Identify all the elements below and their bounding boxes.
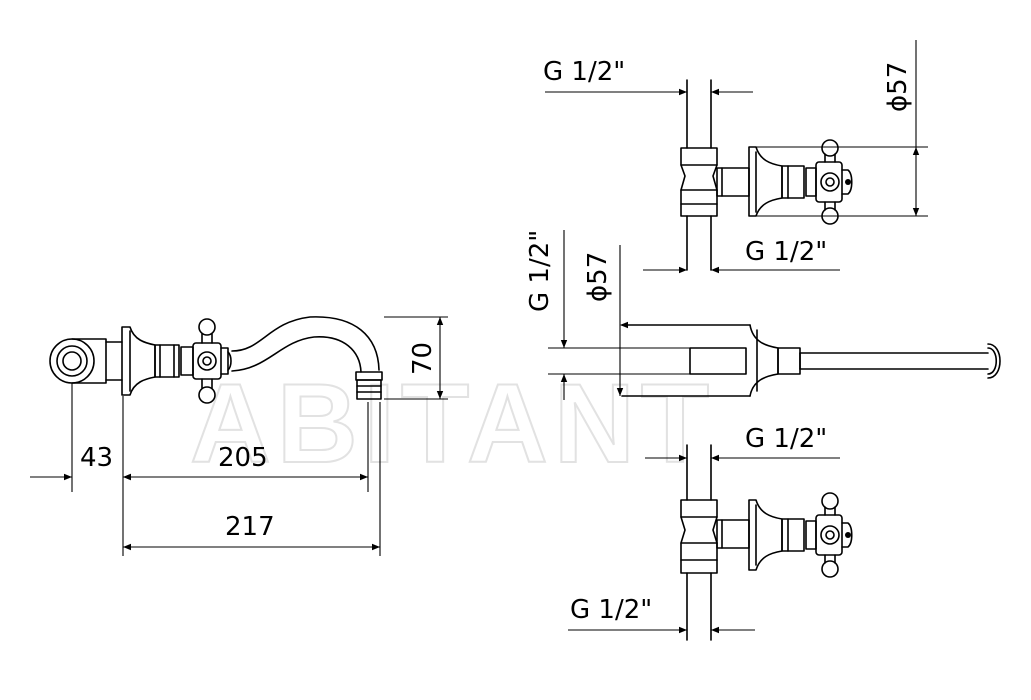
top-valve-view: G 1/2" G 1/2" ϕ57 — [543, 40, 928, 274]
spout-connection-label: G 1/2" — [525, 230, 555, 312]
dim-height-label: 70 — [408, 342, 438, 375]
dim-overall-label: 217 — [225, 512, 275, 542]
bottom-valve-outlet-label: G 1/2" — [570, 595, 652, 625]
spout-plan-view: G 1/2" ϕ57 — [525, 230, 1001, 400]
top-valve-inlet-label: G 1/2" — [543, 57, 625, 87]
dim-spout-reach-label: 205 — [218, 443, 268, 473]
side-view: 43 205 217 70 — [30, 316, 448, 556]
top-valve-diameter-label: ϕ57 — [883, 62, 913, 112]
top-valve-outlet-label: G 1/2" — [745, 237, 827, 267]
spout-diameter-label: ϕ57 — [583, 252, 613, 302]
bottom-valve-inlet-label: G 1/2" — [745, 424, 827, 454]
dim-wall-label: 43 — [80, 443, 113, 473]
watermark-text: ABITANT — [190, 361, 715, 486]
bottom-valve-view: G 1/2" G 1/2" — [568, 424, 853, 641]
